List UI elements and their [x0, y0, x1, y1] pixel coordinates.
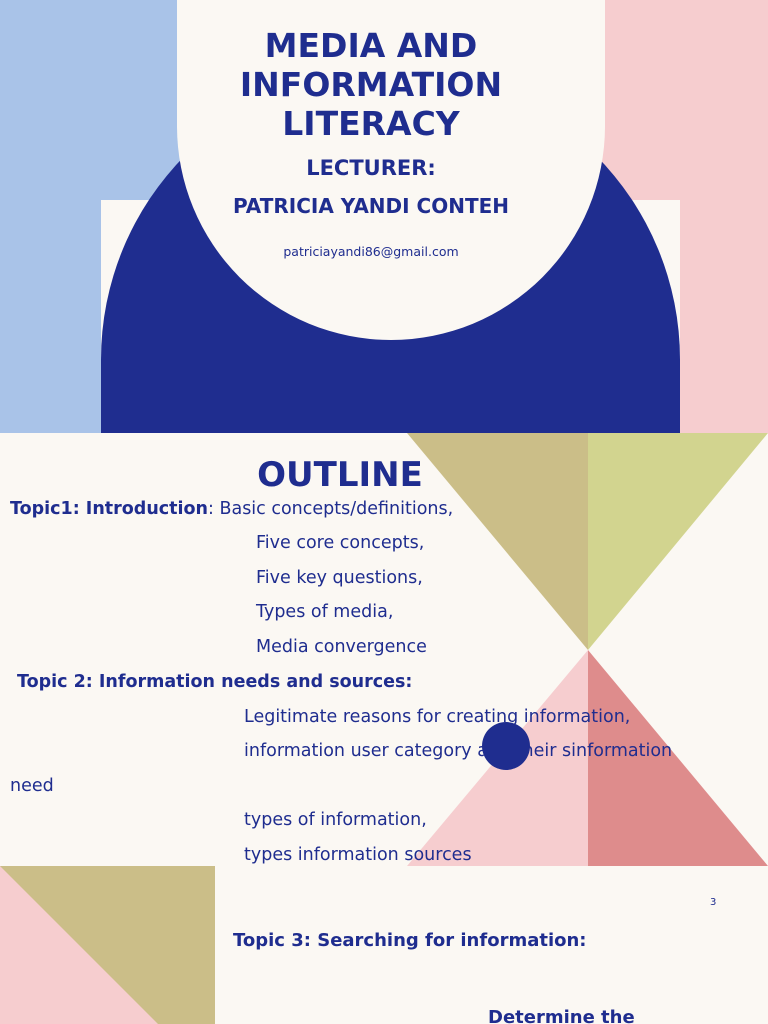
title-line: LITERACY — [282, 104, 460, 143]
pink-panel — [680, 0, 768, 433]
navy-dot — [482, 722, 530, 770]
blue-panel — [0, 0, 101, 433]
topic3-partial-text: Determine the — [488, 1007, 635, 1024]
page-number: 3 — [710, 897, 717, 908]
topic1-label: Topic1: Introduction — [10, 499, 208, 519]
topic1-line: Topic1: Introduction: Basic concepts/def… — [10, 499, 453, 519]
lecturer-name: PATRICIA YANDI CONTEH — [232, 194, 510, 218]
title-line: MEDIA AND — [264, 26, 478, 65]
topic2-label: Topic 2: Information needs and sources: — [17, 672, 413, 692]
lime-triangle — [588, 433, 768, 650]
title-line: INFORMATION — [239, 65, 503, 104]
coral-triangle — [588, 650, 768, 866]
topic2-item: information user category and their sinf… — [244, 741, 673, 761]
topic1-rest: : Basic concepts/definitions, — [208, 499, 454, 519]
outline-slide: OUTLINE Topic1: Introduction: Basic conc… — [0, 433, 768, 866]
title-slide: MEDIA AND INFORMATION LITERACY LECTURER:… — [0, 0, 768, 433]
topic3-label: Topic 3: Searching for information: — [233, 930, 587, 951]
cream-circle-shape — [177, 0, 605, 340]
topic1-item: Types of media, — [256, 602, 394, 622]
khaki-triangle — [407, 433, 588, 650]
topic2-item: types information sources — [244, 845, 472, 865]
topic2-item-wrap: need — [10, 776, 54, 796]
lecturer-label: LECTURER: — [306, 156, 436, 180]
lecturer-email: patriciayandi86@gmail.com — [283, 244, 459, 259]
topic2-item: types of information, — [244, 810, 427, 830]
topic1-item: Five key questions, — [256, 568, 423, 588]
topic1-item: Five core concepts, — [256, 533, 425, 553]
topic1-item: Media convergence — [256, 637, 427, 657]
topic3-slide: 3 Topic 3: Searching for information: De… — [0, 866, 768, 1024]
outline-heading: OUTLINE — [257, 455, 423, 495]
presentation-title: MEDIA AND INFORMATION LITERACY — [177, 26, 565, 143]
khaki-diagonal-decoration — [0, 866, 215, 1024]
khaki-triangle — [0, 866, 215, 1024]
topic2-item: Legitimate reasons for creating informat… — [244, 707, 631, 727]
